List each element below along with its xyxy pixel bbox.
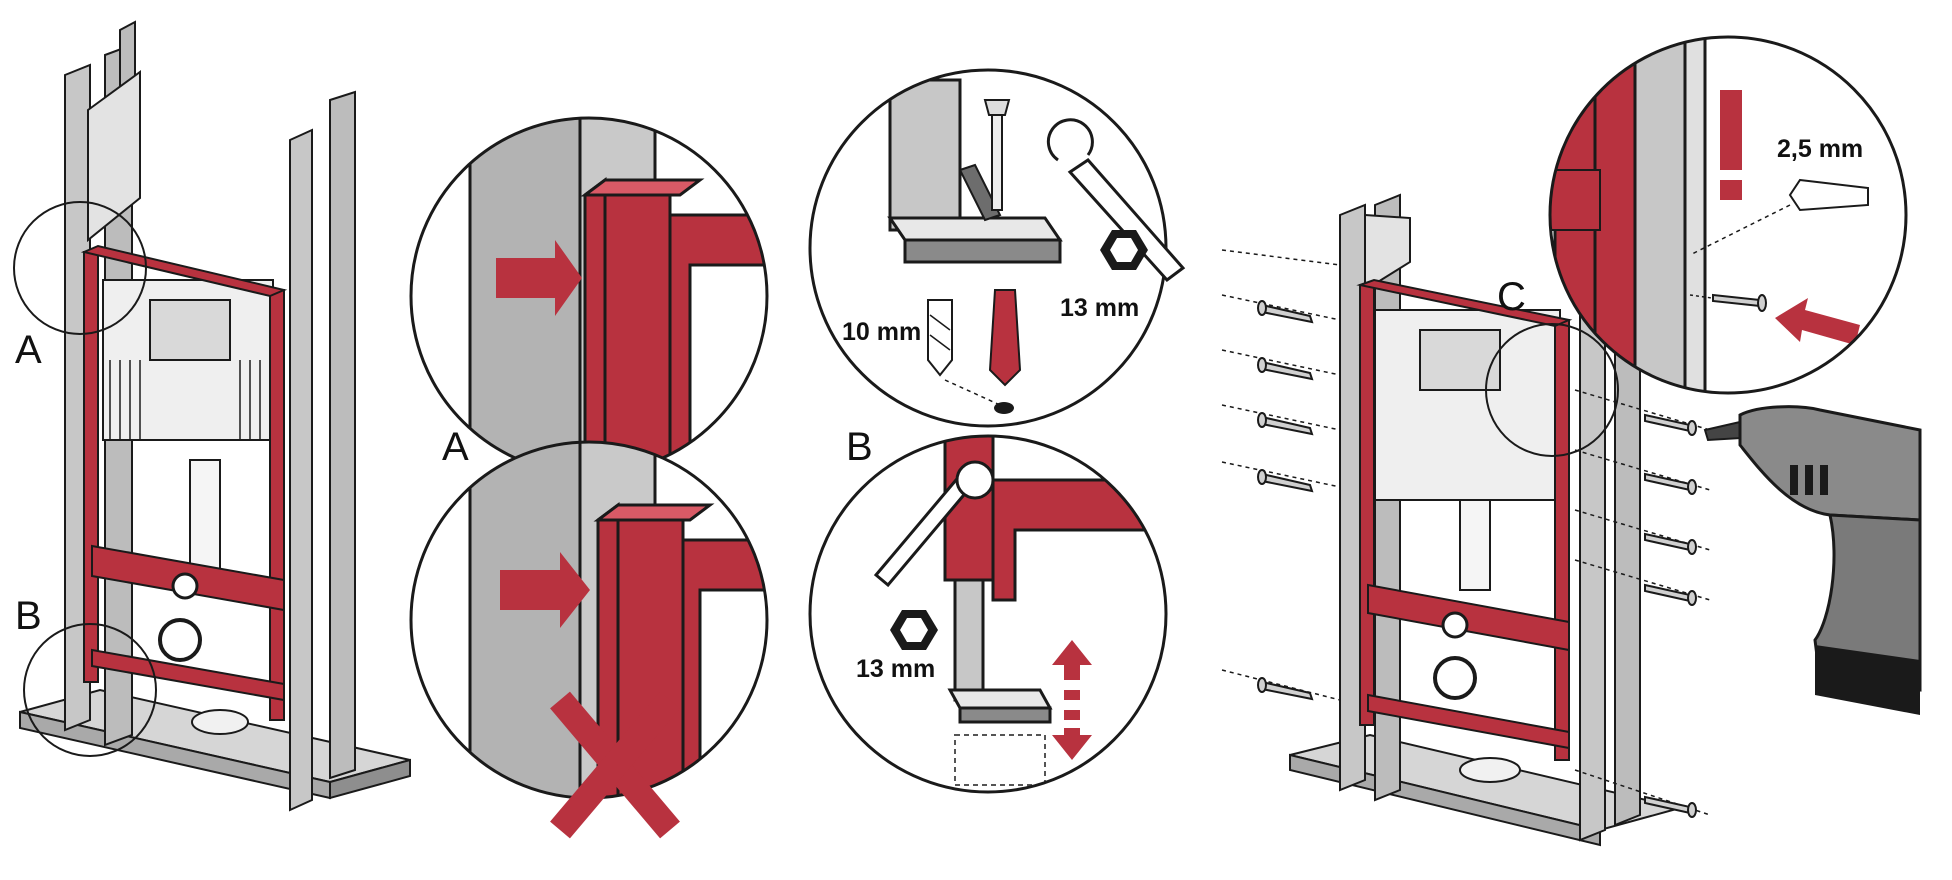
detail-a-correct bbox=[411, 118, 767, 474]
detail-a-panel: A bbox=[409, 116, 769, 839]
detail-b-height-adjust bbox=[810, 436, 1166, 792]
hex-nut-icon bbox=[890, 610, 938, 650]
screw-icon bbox=[991, 99, 1003, 211]
drill-bit-icon bbox=[1788, 178, 1869, 212]
double-arrow-icon bbox=[1052, 640, 1092, 760]
drill-bit-icon bbox=[927, 299, 953, 377]
frame-overview-left: A B bbox=[13, 20, 411, 812]
detail-marker-b-circle bbox=[23, 623, 157, 757]
frame-fixing-right: C bbox=[1221, 193, 1922, 847]
screw-icon bbox=[1712, 293, 1767, 312]
detail-b-panel: 10 mm 13 mm 13 mm bbox=[808, 68, 1186, 794]
screw-icon bbox=[1257, 300, 1697, 818]
label-b-detail: B bbox=[846, 425, 873, 469]
label-a-detail: A bbox=[442, 425, 469, 469]
detail-b-anchoring bbox=[810, 70, 1166, 426]
measure-drill-bit-screw: 2,5 mm bbox=[1777, 135, 1863, 163]
label-c-right: C bbox=[1497, 275, 1526, 319]
detail-marker-a-circle bbox=[13, 201, 147, 335]
arrow-icon bbox=[500, 552, 590, 628]
exclamation-icon bbox=[1720, 90, 1742, 200]
hex-nut-icon bbox=[1100, 230, 1148, 270]
detail-marker-c-circle bbox=[1485, 323, 1619, 457]
measure-wrench-bottom: 13 mm bbox=[856, 655, 935, 683]
x-mark-icon bbox=[550, 691, 680, 839]
drill-icon bbox=[1703, 405, 1922, 715]
measure-wrench-top: 13 mm bbox=[1060, 294, 1139, 322]
arrow-icon bbox=[1775, 298, 1860, 345]
measure-drill-bit-anchor: 10 mm bbox=[842, 318, 921, 346]
label-b-left: B bbox=[15, 594, 42, 638]
label-a-left: A bbox=[15, 328, 42, 372]
wall-plug-icon bbox=[988, 289, 1022, 387]
arrow-icon bbox=[496, 240, 582, 316]
